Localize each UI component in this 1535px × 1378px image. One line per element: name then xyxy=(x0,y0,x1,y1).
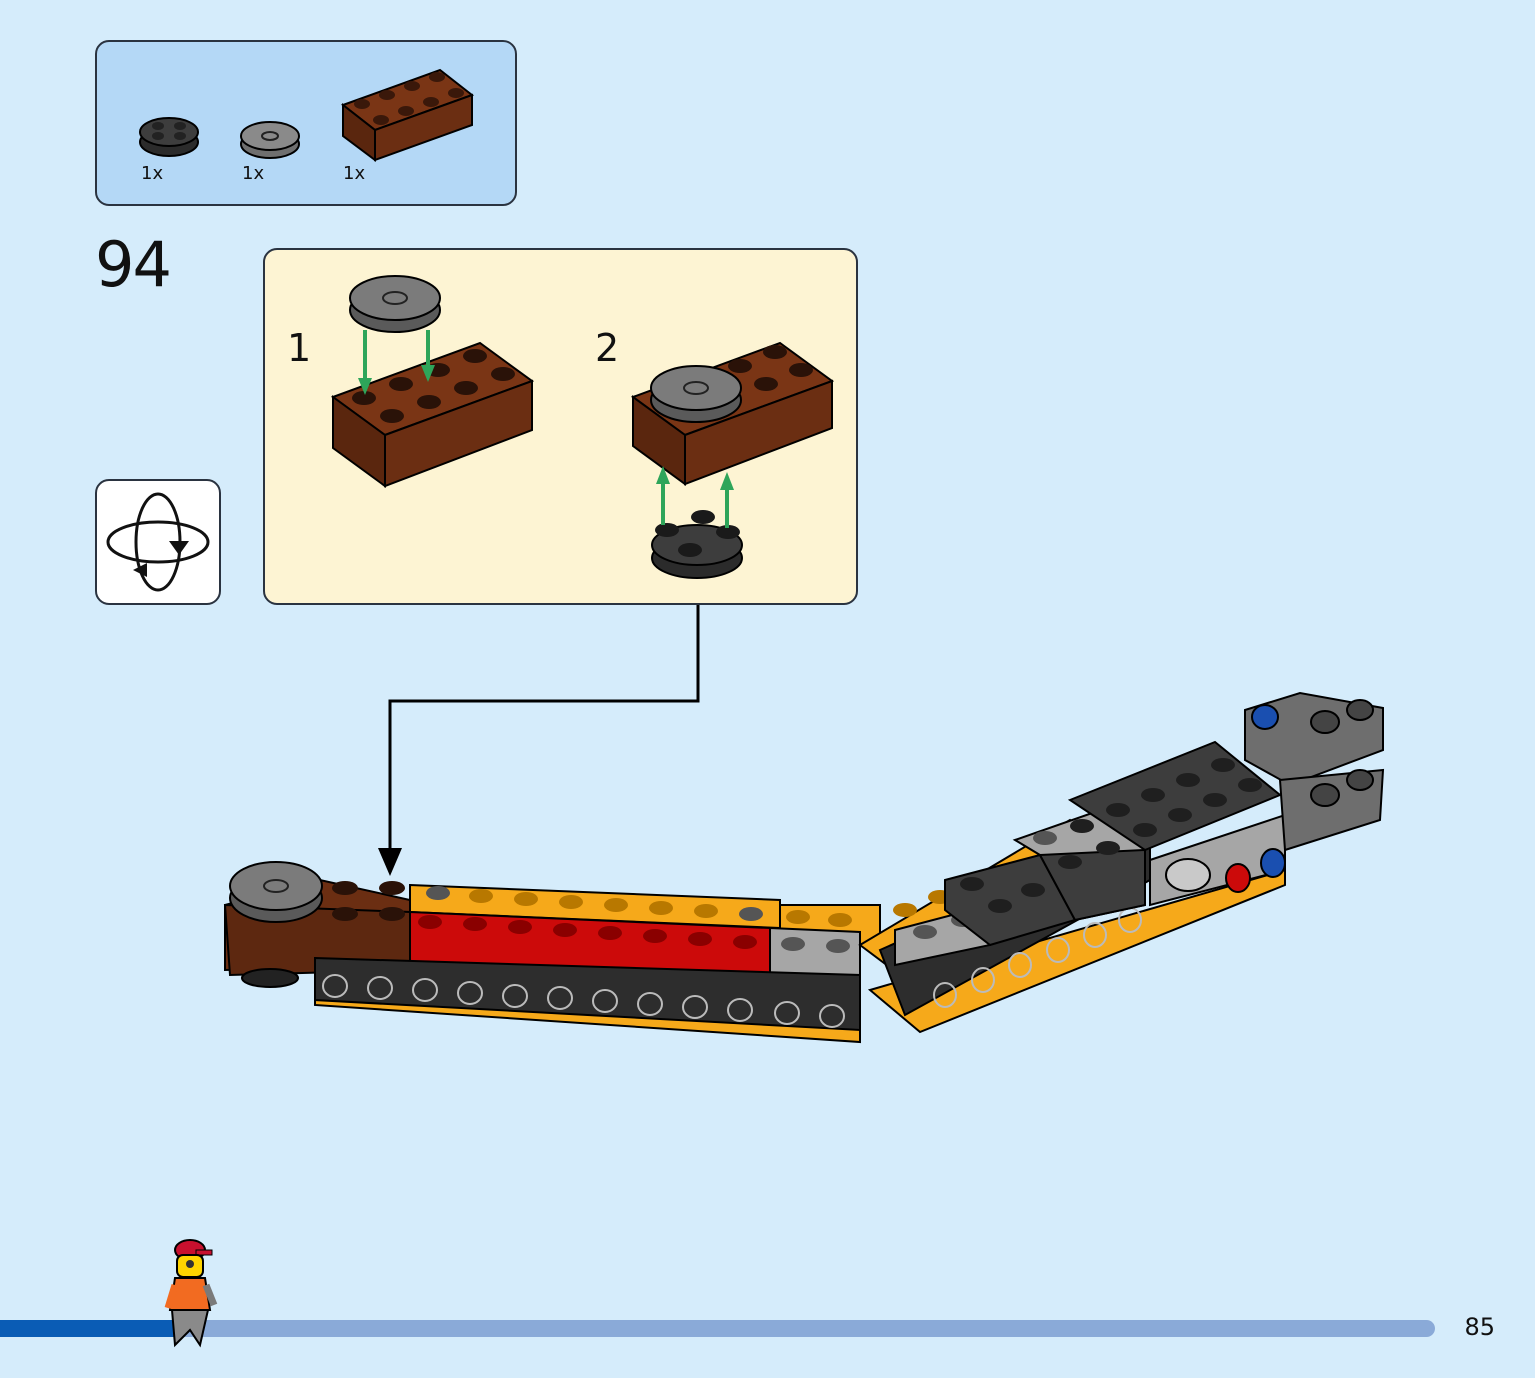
rotate-model-icon xyxy=(106,492,210,592)
page-number: 85 xyxy=(1464,1313,1495,1341)
progress-bar-fill xyxy=(0,1320,179,1337)
substep-label: 1 xyxy=(287,326,312,370)
substep-2-illustration xyxy=(630,341,835,579)
part-quantity: 1x xyxy=(343,163,366,184)
grey-round-tile-part xyxy=(240,121,300,159)
callout-connector xyxy=(378,605,700,876)
progress-bar-track xyxy=(0,1320,1435,1337)
assembled-model xyxy=(223,691,1385,1044)
substep-1-illustration xyxy=(330,275,535,488)
part-quantity: 1x xyxy=(141,163,164,184)
brown-brick-part xyxy=(340,68,475,162)
part-quantity: 1x xyxy=(242,163,265,184)
step-number: 94 xyxy=(95,228,172,301)
rotate-model-box xyxy=(95,479,221,605)
substep-label: 2 xyxy=(595,326,620,370)
black-round-plate-part xyxy=(139,117,199,157)
